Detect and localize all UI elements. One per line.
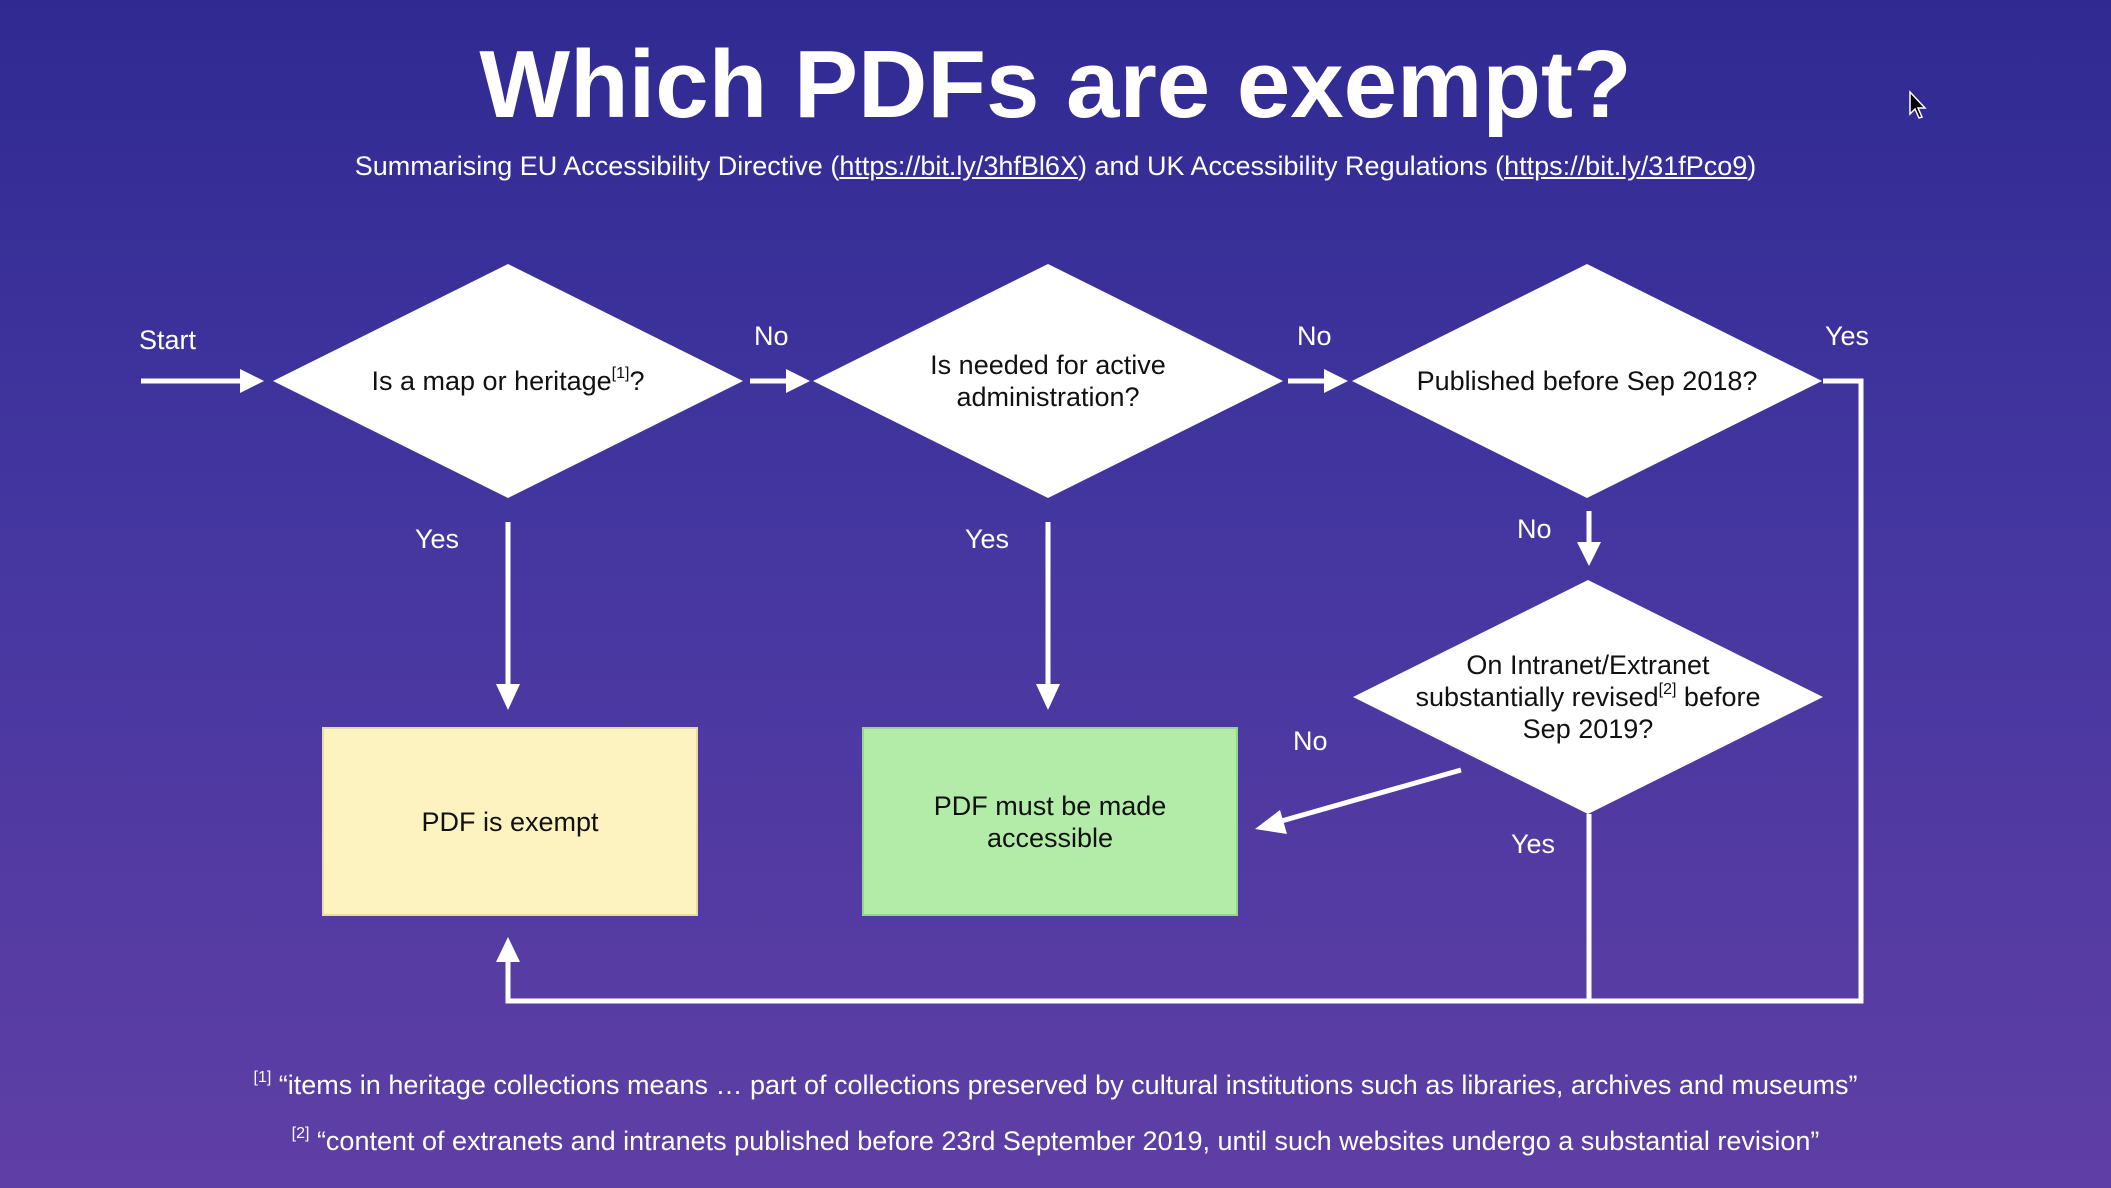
arrowhead-q2-to-q3 [1324, 369, 1348, 393]
footnote-1: [1] “items in heritage collections means… [253, 1069, 1858, 1101]
eu-directive-link[interactable]: https://bit.ly/3hfBl6X [839, 151, 1078, 181]
arrowhead-q1-yes [496, 684, 520, 710]
label-start: Start [139, 325, 197, 355]
uk-regulations-link[interactable]: https://bit.ly/31fPco9 [1504, 151, 1748, 181]
label-q1-yes: Yes [415, 524, 460, 554]
subtitle: Summarising EU Accessibility Directive (… [0, 151, 2111, 182]
label-q2-no: No [1297, 321, 1332, 351]
q3-text: Published before Sep 2018? [1416, 366, 1758, 396]
label-q3-yes: Yes [1825, 321, 1870, 351]
line-return-to-exempt [505, 960, 1591, 1004]
slide-title: Which PDFs are exempt? [479, 31, 1632, 138]
label-q3-no: No [1517, 514, 1552, 544]
subtitle-suffix: ) [1747, 151, 1757, 181]
start-arrowhead [240, 369, 264, 393]
decision-active-administration [813, 264, 1283, 498]
arrow-q4-no [1277, 767, 1462, 825]
label-q4-yes: Yes [1511, 829, 1556, 859]
q1-text: Is a map or heritage[1]? [371, 365, 645, 397]
arrowhead-q4-no [1255, 810, 1287, 834]
arrowhead-return-to-exempt [496, 937, 520, 962]
subtitle-prefix: Summarising EU Accessibility Directive ( [354, 151, 840, 181]
arrowhead-q1-to-q2 [786, 369, 810, 393]
exempt-text: PDF is exempt [421, 806, 599, 837]
footnote-2: [2] “content of extranets and intranets … [291, 1125, 1820, 1157]
subtitle-middle: ) and UK Accessibility Regulations ( [1077, 151, 1505, 181]
label-q2-yes: Yes [965, 524, 1010, 554]
decision-published-before-2018 [1352, 264, 1822, 498]
line-q3-yes [1589, 378, 1864, 1004]
outcome-pdf-accessible [862, 727, 1238, 916]
mouse-cursor-icon [1909, 90, 1927, 119]
label-q4-no: No [1293, 726, 1328, 756]
decision-map-heritage [273, 264, 743, 498]
label-q1-no: No [754, 321, 789, 351]
arrowhead-q2-yes [1036, 684, 1060, 710]
decision-intranet-revised [1353, 580, 1823, 814]
outcome-pdf-exempt [322, 727, 698, 916]
arrowhead-q3-no [1577, 542, 1601, 566]
